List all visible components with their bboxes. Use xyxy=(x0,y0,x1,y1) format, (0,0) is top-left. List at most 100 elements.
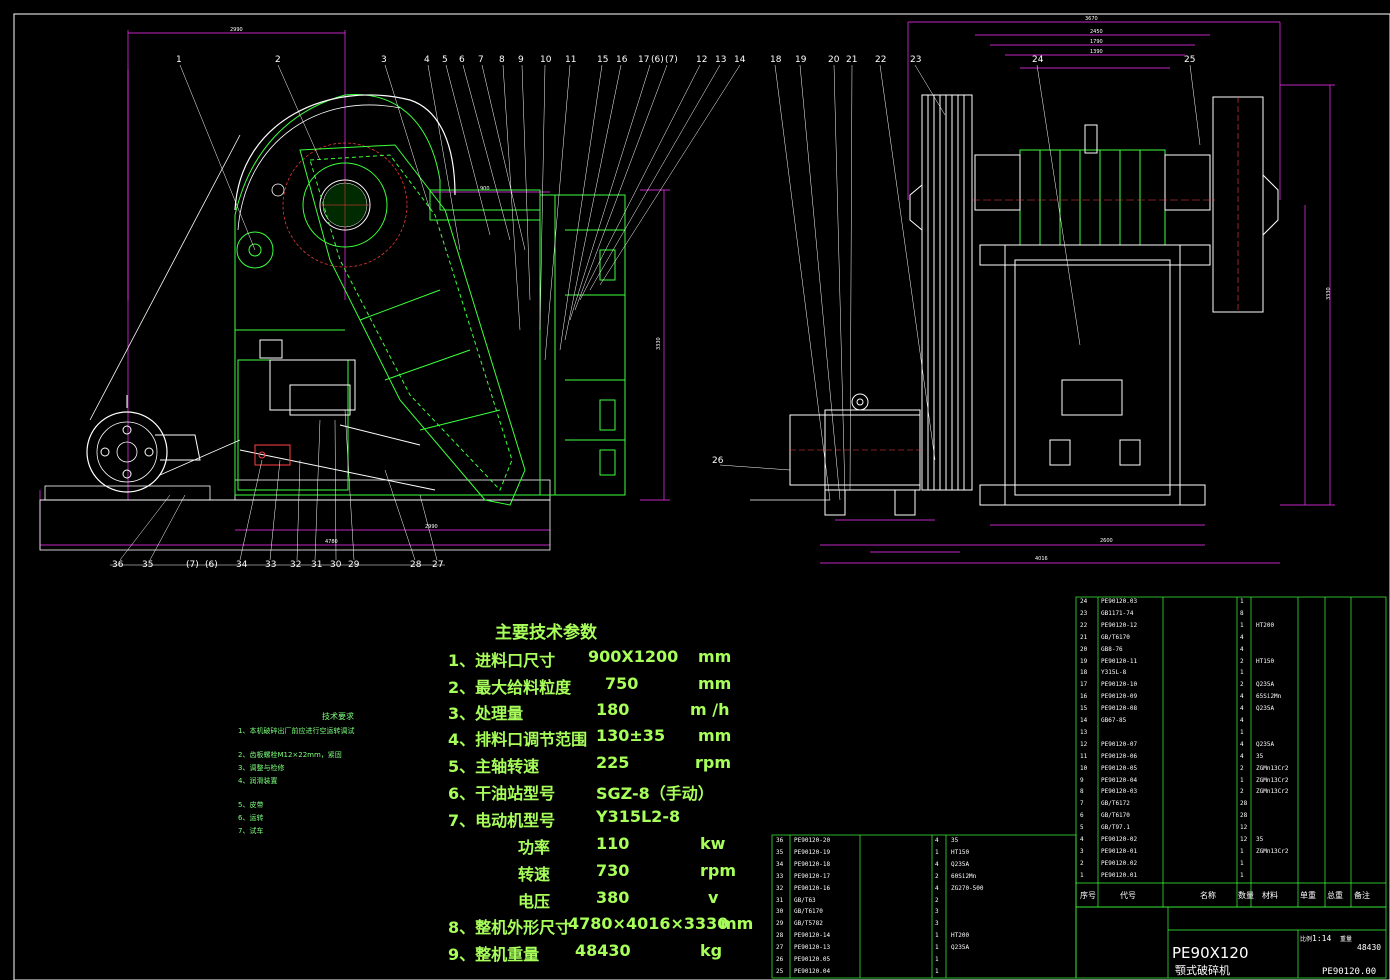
callout: 25 xyxy=(1184,55,1195,65)
bom-cell: 8 xyxy=(1080,788,1084,796)
param-label: 6、干油站型号 xyxy=(448,784,556,803)
bom-cell: 8 xyxy=(1240,609,1244,617)
bom-header-cell: 单重 xyxy=(1300,891,1316,900)
param-unit: m /h xyxy=(690,700,730,719)
callout: 4 xyxy=(424,55,430,65)
bom-cell: PE90120-01 xyxy=(1101,847,1138,855)
bom-cell: 1 xyxy=(935,956,939,963)
param-unit: mm xyxy=(698,674,732,693)
bom-cell: 12 xyxy=(1240,824,1248,832)
bom-cell: 12 xyxy=(1240,836,1248,843)
requirement-line: 6、运转 xyxy=(238,814,264,822)
bom-cell: GB/T5782 xyxy=(794,920,823,928)
weight-value: 48430 xyxy=(1357,943,1382,952)
bom-cell: 2 xyxy=(1240,788,1244,796)
bom-cell: 24 xyxy=(1080,598,1088,605)
svg-text:3670: 3670 xyxy=(1085,16,1098,22)
crusher-frame xyxy=(234,93,541,496)
bom-cell: ZGMn13Cr2 xyxy=(1256,776,1289,784)
param-value: 4780×4016×3330 xyxy=(568,914,729,933)
main-params-title: 主要技术参数 xyxy=(495,623,597,643)
bom-cell: Q235A xyxy=(951,944,970,952)
requirement-line: 7、试车 xyxy=(238,827,264,835)
drawing-border xyxy=(13,13,1390,980)
bom-cell: 10 xyxy=(1080,764,1088,772)
callout: (6) xyxy=(651,55,664,65)
bom-cell: 35 xyxy=(1256,836,1264,843)
callout: 31 xyxy=(311,560,322,570)
bom-cell: 3 xyxy=(1080,847,1084,855)
bom-cell: 18 xyxy=(1080,669,1088,677)
bom-cell: PE90120-17 xyxy=(794,872,831,880)
callout: 19 xyxy=(795,55,807,65)
requirement-line: 4、润滑装置 xyxy=(238,777,278,785)
callout: 34 xyxy=(236,560,248,570)
svg-text:1390: 1390 xyxy=(1090,49,1103,55)
moving-jaw xyxy=(299,144,526,506)
bom-cell: 23 xyxy=(1080,609,1088,617)
bom-cell: 4 xyxy=(935,884,939,892)
svg-text:3330: 3330 xyxy=(656,337,662,350)
bom-cell: HT150 xyxy=(951,848,970,856)
param-label: 4、排料口调节范围 xyxy=(448,730,588,749)
bom-cell: Y315L-8 xyxy=(1101,669,1127,677)
bom-cell: 22 xyxy=(1080,621,1088,629)
bom-cell: 6 xyxy=(1080,812,1084,820)
param-unit: mm xyxy=(698,647,732,666)
bom-cell: 1 xyxy=(1240,859,1244,867)
param-value: 750 xyxy=(605,674,639,693)
param-unit: rpm xyxy=(695,753,732,772)
bom-cell: ZGMn13Cr2 xyxy=(1256,764,1289,772)
callout: 29 xyxy=(348,560,360,570)
param-label: 电压 xyxy=(518,892,551,911)
bom-cell: PE90120-10 xyxy=(1101,681,1138,689)
bom-cell: 1 xyxy=(1240,776,1244,784)
bom-header-cell: 材料 xyxy=(1262,891,1278,900)
eccentric-body xyxy=(1019,149,1166,246)
drawing-number: PE90120.00 xyxy=(1322,967,1377,977)
param-value: 48430 xyxy=(575,941,631,960)
callout: (7) xyxy=(186,560,199,570)
motor-pulley-left xyxy=(86,134,241,493)
bom-cell: 30 xyxy=(776,908,784,916)
callout: (7) xyxy=(665,55,678,65)
bom-cell: 4 xyxy=(935,837,939,844)
param-label: 功率 xyxy=(518,838,551,857)
bom-cell: 1 xyxy=(935,944,939,952)
bom-cell: HT200 xyxy=(951,932,970,940)
callout: 2 xyxy=(275,55,281,65)
bom-cell: GB/T6172 xyxy=(1101,800,1130,808)
callout: 3 xyxy=(381,55,387,65)
bom-cell: PE90120.05 xyxy=(794,956,831,963)
bom-cell: 5 xyxy=(1080,824,1084,832)
svg-text:4780: 4780 xyxy=(325,539,338,545)
bom-cell: 16 xyxy=(1080,693,1088,701)
bom-cell: 1 xyxy=(1240,728,1244,736)
bom-cell: ZGMn13Cr2 xyxy=(1256,788,1289,796)
bom-cell: GB/T63 xyxy=(794,896,816,904)
callout: 36 xyxy=(112,560,124,570)
bom-cell: 2 xyxy=(1240,681,1244,689)
bom-cell: 15 xyxy=(1080,705,1088,713)
bom-cell: 1 xyxy=(1240,871,1244,879)
bom-header-cell: 总重 xyxy=(1327,891,1343,900)
callout: 11 xyxy=(565,55,576,65)
bom-cell: 2 xyxy=(935,872,939,880)
bom-cell: ZG270-500 xyxy=(951,884,984,892)
param-value: 225 xyxy=(596,753,630,772)
bom-cell: 4 xyxy=(935,860,939,868)
bom-cell: PE90120-02 xyxy=(1101,836,1138,843)
scale-label: 比例 xyxy=(1300,936,1313,943)
callout: (6) xyxy=(205,560,218,570)
bom-cell: 19 xyxy=(1080,657,1088,665)
bom-cell: 3 xyxy=(935,920,939,928)
bom-cell: PE90120.03 xyxy=(1101,598,1138,605)
flywheel-right xyxy=(1212,96,1279,313)
bom-cell: 4 xyxy=(1240,740,1244,748)
bom-header-cell: 数量 xyxy=(1238,891,1254,900)
bom-cell: 1 xyxy=(1080,871,1084,879)
bom-cell: HT200 xyxy=(1256,621,1275,629)
param-label: 1、进料口尺寸 xyxy=(448,651,556,670)
bom-cell: 4 xyxy=(1240,705,1244,713)
param-unit: mm xyxy=(698,726,732,745)
